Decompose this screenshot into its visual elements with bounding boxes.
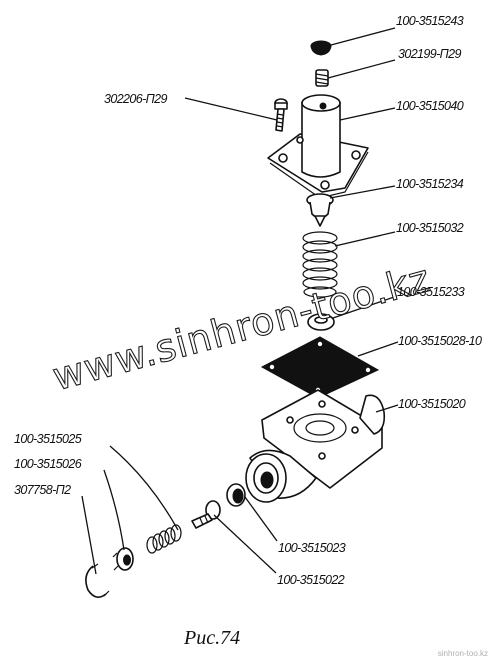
footer-watermark: sinhron-too.kz bbox=[438, 649, 488, 658]
label-100-3515028-10: 100-3515028-10 bbox=[398, 334, 482, 348]
label-100-3515026: 100-3515026 bbox=[14, 457, 82, 471]
watermark: www.sinhron-too.kz bbox=[48, 256, 435, 399]
label-100-3515233: 100-3515233 bbox=[397, 285, 465, 299]
label-100-3515022: 100-3515022 bbox=[277, 573, 345, 587]
part-bolt bbox=[274, 98, 288, 132]
part-plunger bbox=[306, 193, 334, 227]
part-retaining-ring bbox=[85, 563, 110, 598]
part-guide-bushing bbox=[226, 483, 246, 507]
part-main-spring bbox=[302, 231, 338, 298]
part-valve-spring bbox=[146, 524, 182, 554]
part-valve-plate bbox=[112, 547, 134, 571]
part-spring-seat bbox=[307, 313, 335, 331]
part-set-screw bbox=[315, 69, 329, 87]
label-100-3515023: 100-3515023 bbox=[278, 541, 346, 555]
part-housing-cover bbox=[267, 94, 369, 199]
leader-lines bbox=[81, 27, 399, 575]
part-diaphragm bbox=[260, 336, 380, 399]
label-307758-p2: 307758-П2 bbox=[14, 483, 71, 497]
label-302206-p29: 302206-П29 bbox=[104, 92, 167, 106]
figure-caption: Рис.74 bbox=[183, 627, 240, 649]
label-100-3515032: 100-3515032 bbox=[396, 221, 464, 235]
part-cap bbox=[310, 40, 332, 56]
part-valve-stem bbox=[191, 500, 221, 529]
part-valve-body bbox=[245, 389, 386, 503]
label-100-3515020: 100-3515020 bbox=[398, 397, 466, 411]
label-302199-p29: 302199-П29 bbox=[398, 47, 461, 61]
label-100-3515040: 100-3515040 bbox=[396, 99, 464, 113]
part-number-labels: 100-3515243 302199-П29 302206-П29 100-35… bbox=[14, 14, 483, 587]
label-100-3515025: 100-3515025 bbox=[14, 432, 82, 446]
label-100-3515234: 100-3515234 bbox=[396, 177, 464, 191]
label-100-3515243: 100-3515243 bbox=[396, 14, 464, 28]
